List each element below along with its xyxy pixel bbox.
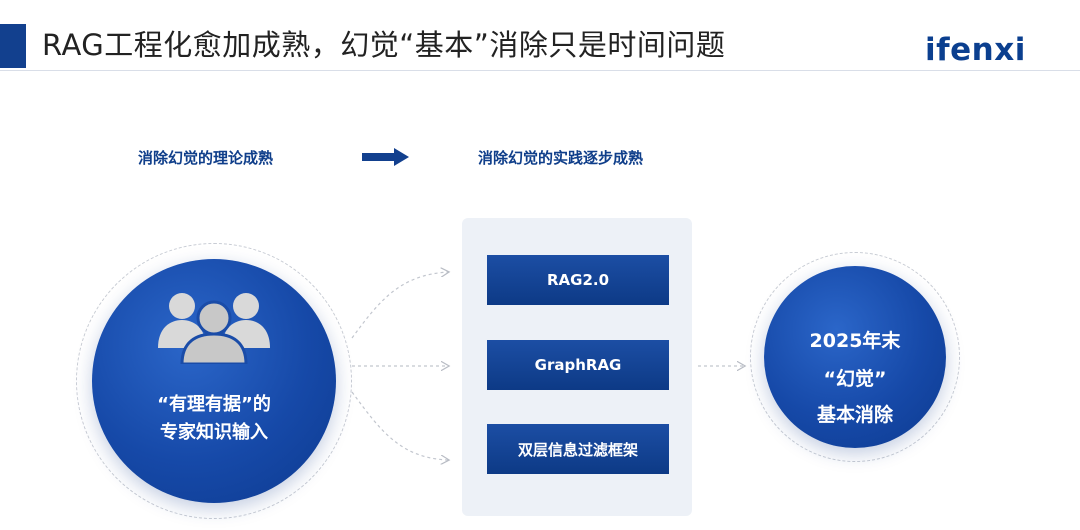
connector-to-rag2 [351, 272, 448, 339]
expert-node-circle [92, 259, 336, 503]
result-line-1: 2025年末 [809, 330, 901, 352]
ifenxi-logo: ifenxi [925, 32, 1026, 68]
practice-label: 消除幻觉的实践逐步成熟 [478, 149, 644, 167]
title-divider [0, 70, 1080, 71]
result-line-3: 基本消除 [816, 404, 893, 426]
people-group-icon [158, 293, 270, 364]
right-arrow-icon [362, 148, 409, 166]
connector-to-filter [351, 391, 448, 460]
method-dual-filter: 双层信息过滤框架 [487, 424, 669, 474]
result-line-2: “幻觉” [823, 368, 887, 390]
result-node-circle [764, 266, 946, 448]
theory-label: 消除幻觉的理论成熟 [138, 149, 274, 167]
expert-node-ring [76, 243, 352, 519]
method-rag2: RAG2.0 [487, 255, 669, 305]
expert-node-text: “有理有据”的 专家知识输入 [94, 391, 334, 447]
result-node-ring [750, 252, 960, 462]
page-title: RAG工程化愈加成熟，幻觉“基本”消除只是时间问题 [42, 28, 726, 62]
method-graphrag: GraphRAG [487, 340, 669, 390]
expert-line-2: 专家知识输入 [160, 422, 268, 443]
title-accent-bar [0, 24, 26, 68]
expert-line-1: “有理有据”的 [157, 394, 271, 415]
